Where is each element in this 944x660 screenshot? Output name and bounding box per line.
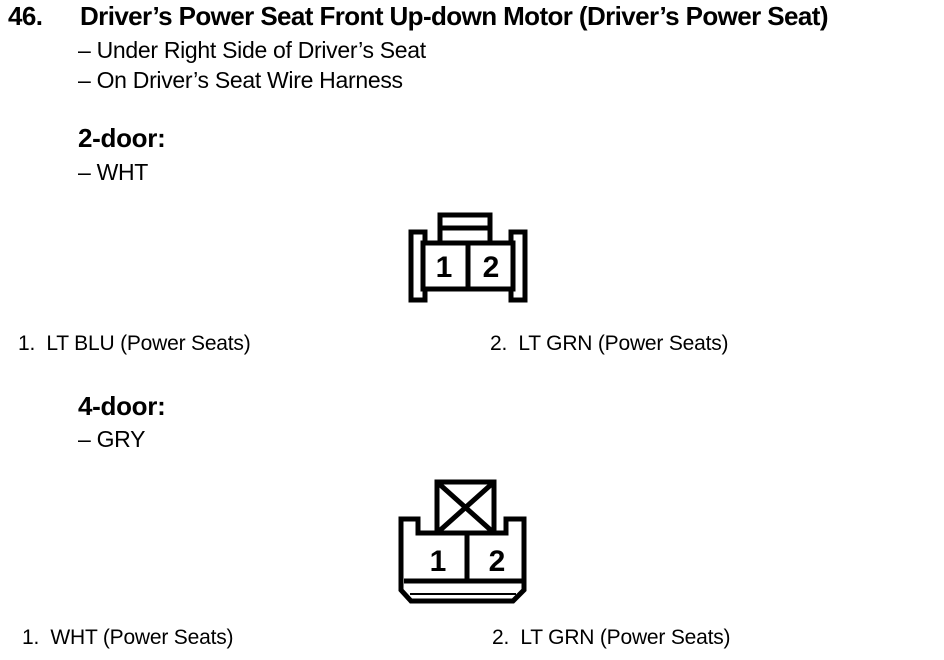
page-title: Driver’s Power Seat Front Up-down Motor … xyxy=(80,1,828,31)
item-number: 46. xyxy=(8,1,43,31)
variant-heading-2door: 2-door: xyxy=(78,123,166,153)
pin-number-1: 1 xyxy=(430,545,447,578)
connector-color-4door: – GRY xyxy=(78,426,146,452)
pin-number-1: 1 xyxy=(436,251,453,284)
pin-label-4door-1: 1. WHT (Power Seats) xyxy=(22,626,234,649)
location-line-1: – Under Right Side of Driver’s Seat xyxy=(78,37,426,63)
connector-body xyxy=(398,516,527,604)
pin-label-4door-2: 2. LT GRN (Power Seats) xyxy=(492,626,731,649)
connector-diagram-4door-icon: 1 2 xyxy=(398,479,527,604)
pin-number-2: 2 xyxy=(489,545,506,578)
left-wing xyxy=(408,229,428,303)
location-line-2: – On Driver’s Seat Wire Harness xyxy=(78,67,403,93)
right-wing xyxy=(508,229,528,303)
crossed-latch-x xyxy=(435,480,496,535)
connector-diagram-2door-icon: 1 2 xyxy=(408,212,528,303)
variant-heading-4door: 4-door: xyxy=(78,391,166,421)
pin-label-2door-2: 2. LT GRN (Power Seats) xyxy=(490,332,729,355)
pin-number-2: 2 xyxy=(483,251,500,284)
pin-label-2door-1: 1. LT BLU (Power Seats) xyxy=(18,332,251,355)
connector-color-2door: – WHT xyxy=(78,159,149,185)
